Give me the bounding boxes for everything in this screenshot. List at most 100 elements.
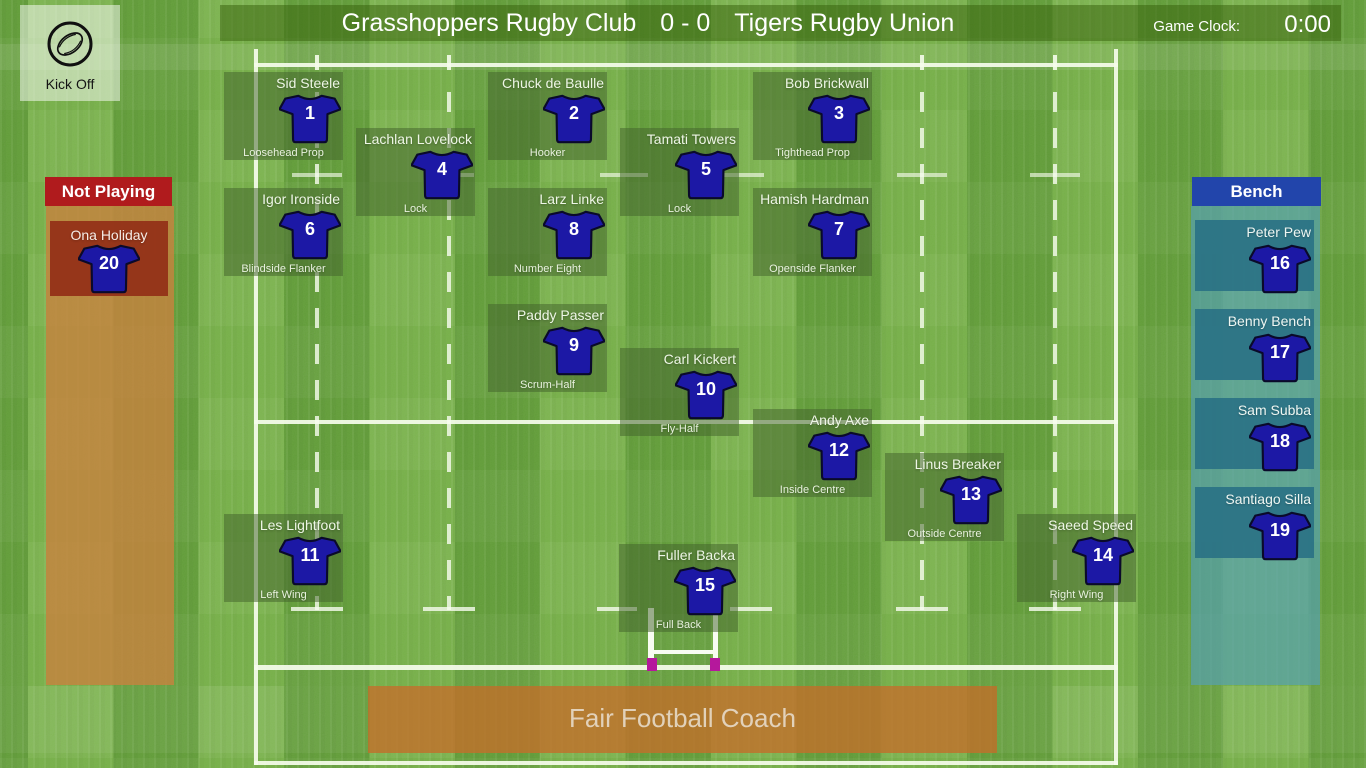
player-position: Lock bbox=[403, 203, 428, 215]
player-name: Sid Steele bbox=[276, 75, 340, 91]
player-position: Hooker bbox=[529, 147, 566, 159]
10m-line-dash bbox=[1030, 173, 1080, 177]
player-number: 19 bbox=[1269, 520, 1291, 540]
not-playing-header: Not Playing bbox=[45, 177, 172, 206]
halfway-tick bbox=[1053, 55, 1057, 70]
player-number: 11 bbox=[300, 545, 320, 565]
bench-player-card[interactable]: Benny Bench 17 bbox=[1195, 309, 1314, 383]
field-player-card[interactable]: Saeed Speed 14 Right Wing bbox=[1017, 514, 1136, 602]
player-name: Carl Kickert bbox=[663, 351, 736, 367]
halfway-tick bbox=[315, 55, 319, 70]
10m-line-dash bbox=[718, 173, 764, 177]
player-position: Right Wing bbox=[1049, 589, 1104, 601]
not-playing-player-card[interactable]: Ona Holiday 20 bbox=[50, 221, 168, 296]
player-number: 9 bbox=[568, 335, 579, 355]
player-position: Number Eight bbox=[513, 263, 582, 275]
field-player-card[interactable]: Andy Axe 12 Inside Centre bbox=[753, 409, 872, 497]
player-number: 15 bbox=[694, 575, 716, 595]
halfway-tick bbox=[920, 55, 924, 70]
game-clock-label: Game Clock: bbox=[1153, 18, 1240, 35]
player-name: Andy Axe bbox=[809, 412, 869, 428]
jersey-icon: 14 bbox=[1072, 535, 1134, 586]
player-name: Bob Brickwall bbox=[784, 75, 869, 91]
5m-goal-dash bbox=[291, 607, 343, 611]
field-player-card[interactable]: Carl Kickert 10 Fly-Half bbox=[620, 348, 739, 436]
field-player-card[interactable]: Les Lightfoot 11 Left Wing bbox=[224, 514, 343, 602]
player-name: Paddy Passer bbox=[516, 307, 604, 323]
bench-player-card[interactable]: Sam Subba 18 bbox=[1195, 398, 1314, 472]
bench-player-card[interactable]: Peter Pew 16 bbox=[1195, 220, 1314, 294]
jersey-icon: 19 bbox=[1249, 510, 1311, 561]
player-position: Blindside Flanker bbox=[241, 263, 326, 275]
player-number: 3 bbox=[833, 103, 844, 123]
jersey-icon: 8 bbox=[543, 209, 605, 260]
5m-goal-dash bbox=[423, 607, 475, 611]
field-player-card[interactable]: Tamati Towers 5 Lock bbox=[620, 128, 739, 216]
jersey-icon: 18 bbox=[1249, 421, 1311, 472]
jersey-icon: 12 bbox=[808, 430, 870, 481]
rugby-ball-icon bbox=[47, 21, 93, 67]
10m-line-dash bbox=[292, 173, 342, 177]
player-name: Linus Breaker bbox=[914, 456, 1001, 472]
jersey-icon: 16 bbox=[1249, 243, 1311, 294]
player-number: 8 bbox=[568, 219, 579, 239]
player-name: Benny Bench bbox=[1227, 313, 1311, 329]
field-player-card[interactable]: Chuck de Baulle 2 Hooker bbox=[488, 72, 607, 160]
player-position: Loosehead Prop bbox=[243, 147, 324, 159]
player-name: Chuck de Baulle bbox=[502, 75, 604, 91]
player-name: Ona Holiday bbox=[70, 227, 148, 243]
field-player-card[interactable]: Hamish Hardman 7 Openside Flanker bbox=[753, 188, 872, 276]
player-position: Fly-Half bbox=[660, 423, 699, 435]
field-player-card[interactable]: Bob Brickwall 3 Tighthead Prop bbox=[753, 72, 872, 160]
halfway-line bbox=[254, 63, 1118, 67]
goal-post-pad-right bbox=[710, 658, 720, 671]
right-touchline bbox=[1114, 49, 1118, 765]
player-number: 13 bbox=[960, 484, 982, 504]
game-clock-value: 0:00 bbox=[1284, 11, 1331, 38]
app-banner-text: Fair Football Coach bbox=[569, 703, 796, 733]
jersey-icon: 5 bbox=[675, 149, 737, 200]
player-name: Peter Pew bbox=[1246, 224, 1311, 240]
jersey-icon: 4 bbox=[411, 149, 473, 200]
15m-dashed-line bbox=[447, 92, 451, 610]
bench-header: Bench bbox=[1192, 177, 1321, 206]
player-name: Lachlan Lovelock bbox=[363, 131, 472, 147]
player-number: 17 bbox=[1269, 342, 1291, 362]
field-player-card[interactable]: Fuller Backa 15 Full Back bbox=[619, 544, 738, 632]
field-player-card[interactable]: Linus Breaker 13 Outside Centre bbox=[885, 453, 1004, 541]
left-touchline bbox=[254, 49, 258, 765]
field-player-card[interactable]: Lachlan Lovelock 4 Lock bbox=[356, 128, 475, 216]
bench-player-card[interactable]: Santiago Silla 19 bbox=[1195, 487, 1314, 561]
app-banner: Fair Football Coach bbox=[368, 686, 997, 753]
5m-dashed-line bbox=[315, 92, 319, 610]
player-name: Hamish Hardman bbox=[760, 191, 869, 207]
kick-off-button[interactable]: Kick Off bbox=[20, 5, 120, 101]
field-player-card[interactable]: Igor Ironside 6 Blindside Flanker bbox=[224, 188, 343, 276]
jersey-icon: 17 bbox=[1249, 332, 1311, 383]
jersey-icon: 11 bbox=[279, 535, 341, 586]
kick-off-label: Kick Off bbox=[45, 76, 95, 92]
match-title: Grasshoppers Rugby Club 0 - 0 Tigers Rug… bbox=[342, 5, 955, 41]
player-position: Full Back bbox=[655, 619, 702, 631]
away-team-name: Tigers Rugby Union bbox=[734, 9, 955, 37]
field-player-card[interactable]: Sid Steele 1 Loosehead Prop bbox=[224, 72, 343, 160]
5m-goal-dash bbox=[730, 607, 772, 611]
scoreboard-bar: Grasshoppers Rugby Club 0 - 0 Tigers Rug… bbox=[220, 5, 1341, 41]
jersey-icon: 2 bbox=[543, 93, 605, 144]
goal-post-left bbox=[648, 608, 654, 660]
player-position: Openside Flanker bbox=[769, 263, 856, 275]
home-team-name: Grasshoppers Rugby Club bbox=[341, 9, 637, 37]
jersey-icon: 15 bbox=[674, 565, 736, 616]
jersey-icon: 6 bbox=[279, 209, 341, 260]
not-playing-panel: Ona Holiday 20 bbox=[46, 206, 174, 685]
goal-line bbox=[254, 665, 1118, 670]
jersey-icon: 3 bbox=[808, 93, 870, 144]
field-player-card[interactable]: Larz Linke 8 Number Eight bbox=[488, 188, 607, 276]
halfway-tick bbox=[447, 55, 451, 70]
player-number: 4 bbox=[436, 159, 447, 179]
goal-post-pad-left bbox=[646, 658, 657, 671]
player-name: Fuller Backa bbox=[657, 547, 735, 563]
field-player-card[interactable]: Paddy Passer 9 Scrum-Half bbox=[488, 304, 607, 392]
player-number: 16 bbox=[1269, 253, 1291, 273]
